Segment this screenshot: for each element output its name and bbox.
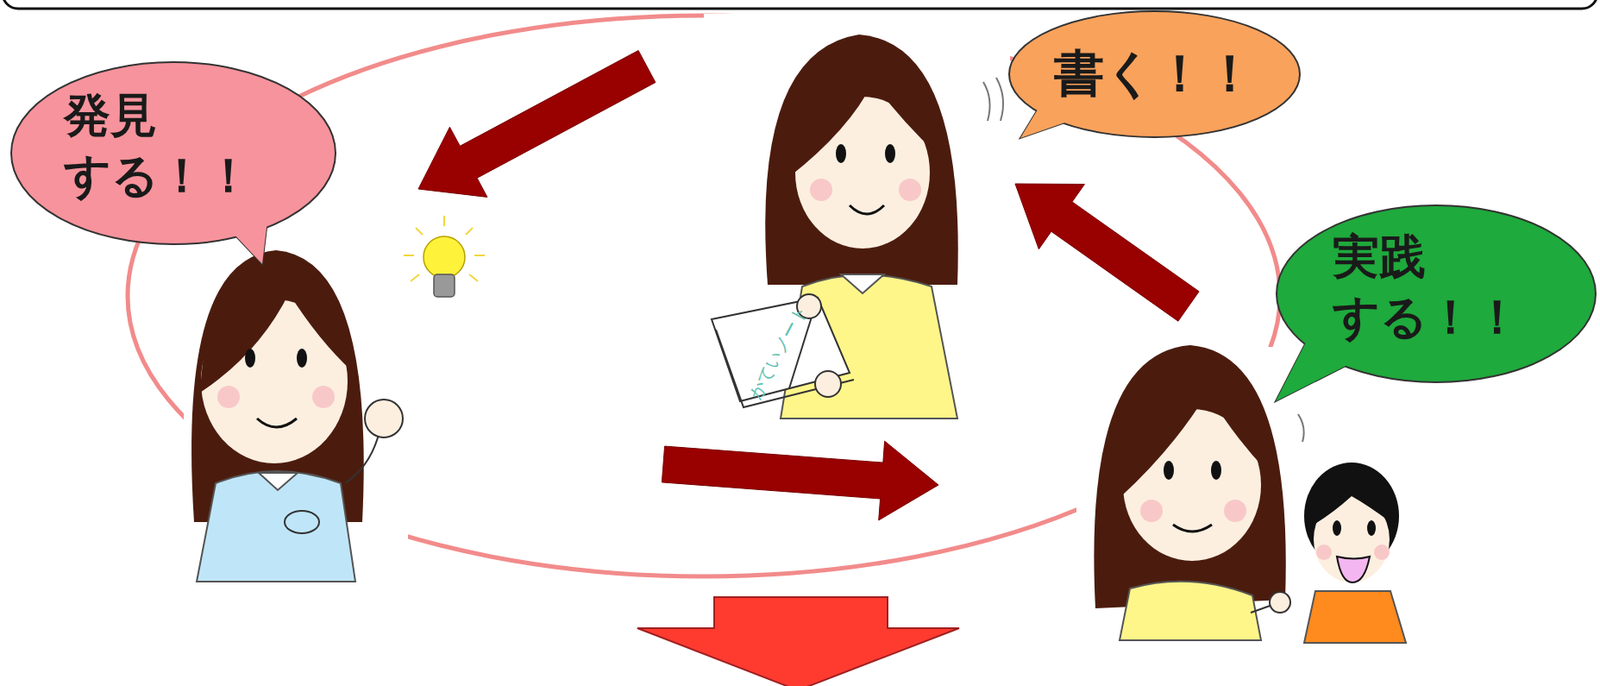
practicing-woman [1210, 460, 1222, 480]
listening-girl [1304, 590, 1406, 643]
top-frame [2, 0, 1598, 9]
discovering-woman [200, 257, 352, 393]
practicing-woman [1298, 414, 1305, 442]
practicing-woman [1119, 581, 1262, 640]
discovering-woman [217, 385, 240, 408]
discovering-woman [284, 510, 320, 534]
character-backdrop [703, 13, 1011, 424]
character-backdrop [183, 250, 408, 582]
speech-bubble: 書く！！ [1008, 10, 1301, 139]
listening-girl [1367, 520, 1376, 536]
writing-woman [815, 370, 841, 397]
listening-girl [1332, 520, 1342, 536]
writing-woman [765, 34, 958, 285]
discovering-woman [191, 250, 403, 582]
discovering-woman [196, 470, 356, 582]
listening-girl [1374, 544, 1390, 560]
practicing-woman [1173, 524, 1212, 532]
discovering-woman [312, 385, 335, 408]
listening-girl [1316, 544, 1332, 560]
speech-bubble: 実践 する！！ [1275, 204, 1597, 383]
cycle-arrow [418, 50, 656, 198]
lightbulb-icon [443, 215, 446, 226]
writing-woman [983, 81, 991, 121]
speech-bubble: 発見 する！！ [10, 61, 337, 245]
down-arrow [637, 596, 960, 686]
speech-node: 実践 する！！ [938, 306, 1415, 643]
practicing-woman [1140, 499, 1163, 522]
writing-woman [849, 205, 885, 214]
discovering-woman [345, 431, 380, 484]
top-frame [2, 0, 1598, 9]
listening-girl [1304, 462, 1406, 643]
writing-woman [711, 34, 1004, 419]
lightbulb-icon [469, 274, 478, 282]
bubble-ellipse [11, 62, 336, 245]
down-arrow [637, 596, 960, 686]
bubble-ellipse [1009, 11, 1300, 138]
discovering-woman [296, 348, 308, 368]
speech-node: 発見 する！！ [172, 188, 664, 586]
practicing-woman [1223, 499, 1247, 522]
lightbulb-icon [423, 236, 465, 278]
lightbulb-icon [403, 215, 485, 297]
lightbulb-icon [465, 227, 473, 235]
writing-woman [809, 178, 833, 201]
listening-girl [1311, 478, 1391, 527]
practicing-woman [1121, 351, 1267, 496]
discovering-woman [244, 348, 256, 368]
lightbulb-icon [474, 254, 485, 257]
lightbulb-icon [433, 274, 455, 297]
bubble-text: 発見 する！！ [63, 85, 314, 207]
discovering-woman [364, 399, 403, 438]
practicing-woman [1093, 345, 1286, 609]
writing-woman [996, 77, 1004, 121]
cycle-arrow [661, 440, 939, 521]
lightbulb-icon [403, 254, 415, 257]
practicing-woman [1163, 460, 1174, 480]
writing-woman [835, 144, 847, 164]
discovering-woman [257, 418, 297, 427]
writing-woman [840, 274, 885, 294]
lightbulb-icon [403, 215, 485, 282]
discovering-woman [258, 472, 298, 490]
lightbulb-icon [415, 227, 423, 235]
practicing-woman [1093, 345, 1304, 640]
cycle-arrow [1015, 183, 1199, 321]
lightbulb-icon [410, 274, 420, 282]
writing-woman [789, 50, 939, 177]
discovering-woman [191, 250, 364, 522]
writing-woman [884, 144, 896, 164]
bubble-tail-fill [1020, 100, 1078, 139]
speech-node: 書く！！ [646, 8, 1016, 419]
listening-girl [1336, 556, 1370, 583]
bubble-text: 実践 する！！ [1332, 226, 1583, 348]
bubble-text: 書く！！ [1008, 10, 1301, 139]
bubble-tail-fill [217, 206, 270, 264]
practicing-woman [1269, 591, 1291, 613]
writing-woman [898, 178, 922, 201]
